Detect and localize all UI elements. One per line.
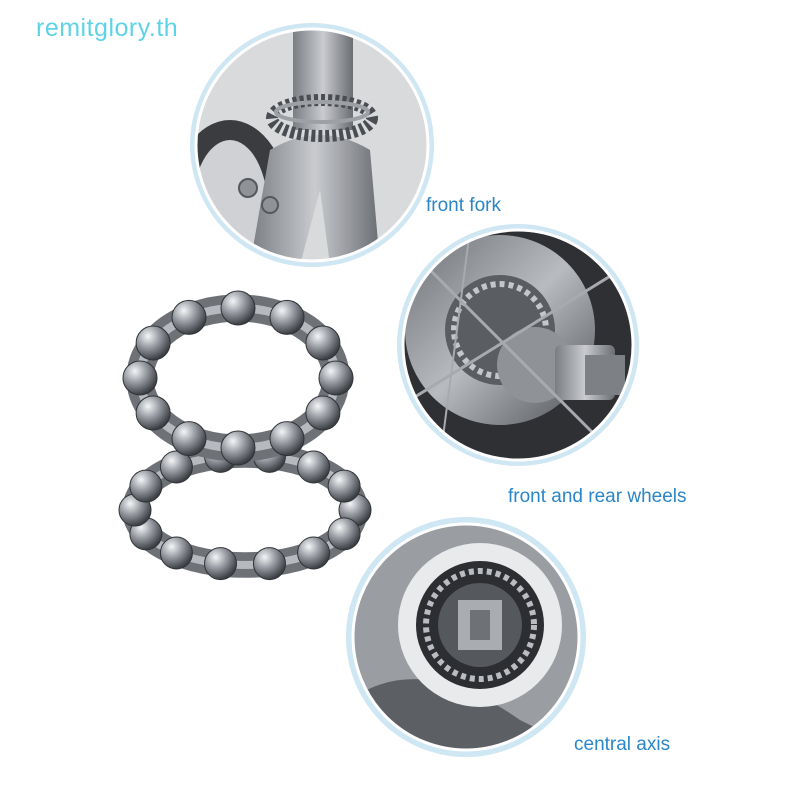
bearing-ball [171, 421, 207, 457]
bearing-ball [159, 536, 193, 570]
bearing-ball [327, 469, 361, 503]
bearing-ball [129, 469, 163, 503]
callout-label-wheels: front and rear wheels [508, 486, 687, 507]
bottom-bracket-closeup-photo [346, 517, 586, 757]
ball-bearing-retainer-rings [118, 290, 372, 581]
wheel-hub-closeup-photo [397, 224, 639, 466]
bearing-ball [252, 547, 286, 581]
callout-label-front-fork: front fork [426, 195, 501, 216]
bearing-ball [297, 536, 331, 570]
bearing-ball [318, 360, 354, 396]
bearing-ball [135, 325, 171, 361]
bearing-ball [305, 325, 341, 361]
bearing-ball [135, 395, 171, 431]
bearing-ball [159, 450, 193, 484]
bearing-ball [220, 430, 256, 466]
bearing-ball [297, 450, 331, 484]
bearing-ball [171, 299, 207, 335]
bearing-ball [269, 299, 305, 335]
bearing-ball [122, 360, 158, 396]
bearing-ball [269, 421, 305, 457]
watermark-text: remitglory.th [36, 14, 179, 42]
front-fork-closeup-photo [190, 23, 434, 267]
bearing-ball [220, 290, 256, 326]
bearing-ball [204, 547, 238, 581]
bearing-ball [305, 395, 341, 431]
callout-label-central-axis: central axis [574, 734, 671, 755]
bearing-ball [327, 517, 361, 551]
